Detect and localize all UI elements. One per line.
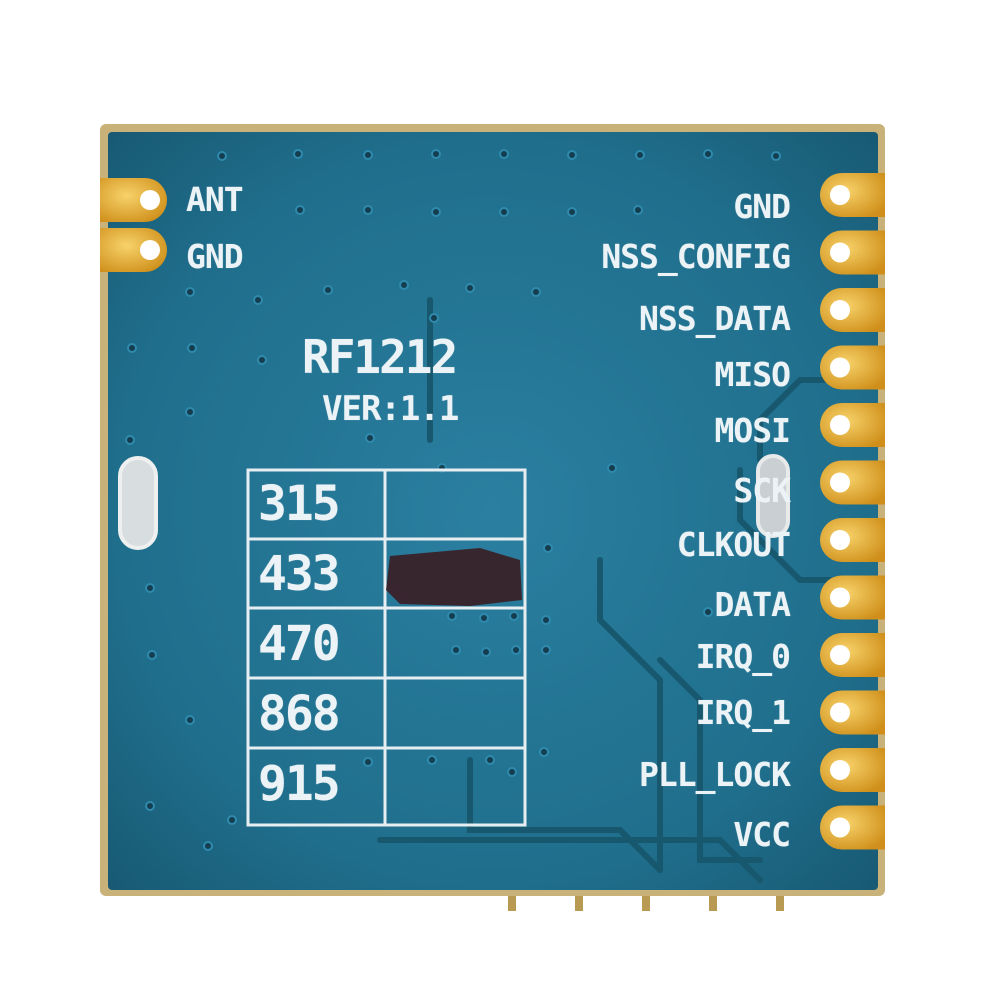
pin-label-miso: MISO bbox=[714, 355, 791, 394]
pin-label-irq-1: IRQ_1 bbox=[695, 693, 791, 732]
selected-frequency-mark bbox=[386, 548, 522, 606]
freq-433: 433 bbox=[258, 546, 341, 602]
pin-label-clkout: CLKOUT bbox=[676, 525, 791, 564]
right-pad-sck bbox=[820, 460, 885, 505]
pin-label-pll-lock: PLL_LOCK bbox=[639, 755, 791, 794]
pin-label-vcc: VCC bbox=[733, 815, 791, 854]
right-pad-nss-config bbox=[820, 230, 885, 275]
right-pad-miso bbox=[820, 345, 885, 390]
pin-label-gnd-left: GND bbox=[186, 237, 244, 276]
right-pad-clkout bbox=[820, 518, 885, 562]
right-pad-hole bbox=[830, 242, 850, 263]
right-pad-hole bbox=[830, 357, 850, 378]
pin-label-gnd: GND bbox=[733, 187, 791, 226]
freq-470: 470 bbox=[258, 616, 341, 672]
left-slot bbox=[118, 456, 158, 550]
pin-label-irq-0: IRQ_0 bbox=[695, 637, 791, 676]
right-pad-hole bbox=[830, 645, 850, 665]
pcb-body bbox=[108, 132, 878, 890]
right-slot bbox=[756, 454, 790, 538]
board-model-label: RF1212 bbox=[302, 330, 458, 384]
right-pad-hole bbox=[830, 817, 850, 838]
right-pad-hole bbox=[830, 530, 850, 550]
right-pad-hole bbox=[830, 702, 850, 723]
right-pad-gnd bbox=[820, 173, 885, 217]
right-pad-nss-data bbox=[820, 288, 885, 332]
pin-label-nss-data: NSS_DATA bbox=[639, 299, 791, 338]
board-version-label: VER:1.1 bbox=[322, 389, 459, 429]
frequency-table-grid bbox=[246, 468, 527, 827]
pin-label-nss-config: NSS_CONFIG bbox=[601, 237, 791, 276]
left-pads bbox=[100, 178, 167, 272]
pcb-vias bbox=[125, 149, 781, 851]
right-pad-data bbox=[820, 575, 885, 620]
right-pad-hole bbox=[830, 760, 850, 780]
freq-868: 868 bbox=[258, 686, 341, 742]
pin-label-sck: SCK bbox=[733, 471, 791, 510]
right-pad-irq-1 bbox=[820, 690, 885, 735]
right-pad-hole bbox=[830, 415, 850, 435]
bottom-pins bbox=[508, 893, 784, 911]
right-pad-vcc bbox=[820, 805, 885, 850]
right-pad-hole bbox=[830, 185, 850, 205]
right-pad-hole bbox=[830, 472, 850, 493]
pin-label-data: DATA bbox=[714, 585, 791, 624]
freq-315: 315 bbox=[258, 476, 341, 532]
right-pad-pll-lock bbox=[820, 748, 885, 792]
freq-915: 915 bbox=[258, 756, 341, 812]
right-pad-irq-0 bbox=[820, 633, 885, 677]
right-pads bbox=[820, 173, 885, 850]
right-pad-hole bbox=[830, 587, 850, 608]
pcb-traces bbox=[377, 297, 833, 883]
pin-label-mosi: MOSI bbox=[714, 411, 791, 450]
pin-label-ant: ANT bbox=[186, 180, 244, 219]
right-pad-hole bbox=[830, 300, 850, 320]
right-pad-mosi bbox=[820, 403, 885, 447]
